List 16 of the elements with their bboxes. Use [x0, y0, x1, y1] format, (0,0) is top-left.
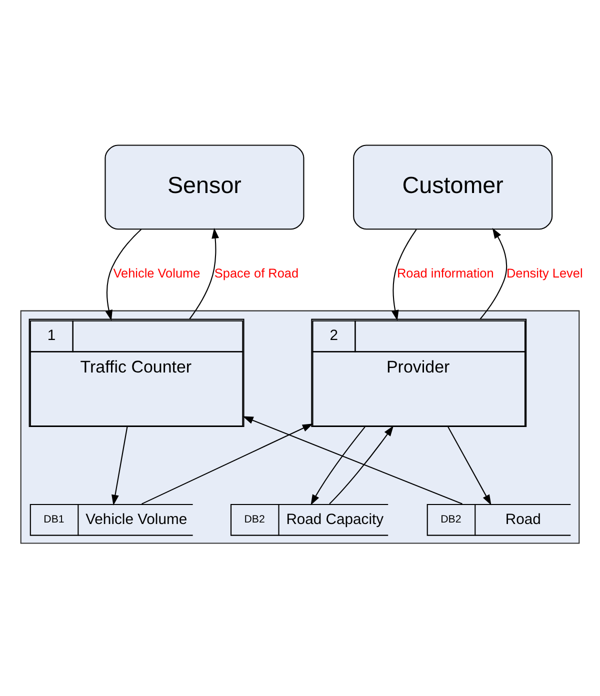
arrow — [329, 425, 394, 504]
edge-label: Space of Road — [214, 264, 299, 280]
arrow — [480, 227, 508, 319]
arrow — [391, 228, 417, 320]
arrow — [189, 227, 219, 319]
edge-label: Density Level — [506, 264, 583, 280]
node-box: Sensor — [104, 144, 304, 230]
node-box: Customer — [353, 144, 553, 230]
edge-label: Vehicle Volume — [113, 264, 200, 280]
arrow — [112, 426, 128, 505]
arrow — [448, 426, 492, 505]
arrow — [242, 416, 462, 504]
arrow — [142, 423, 314, 504]
arrow — [105, 228, 142, 320]
arrow — [310, 426, 366, 505]
edge-label: Road information — [396, 264, 494, 280]
